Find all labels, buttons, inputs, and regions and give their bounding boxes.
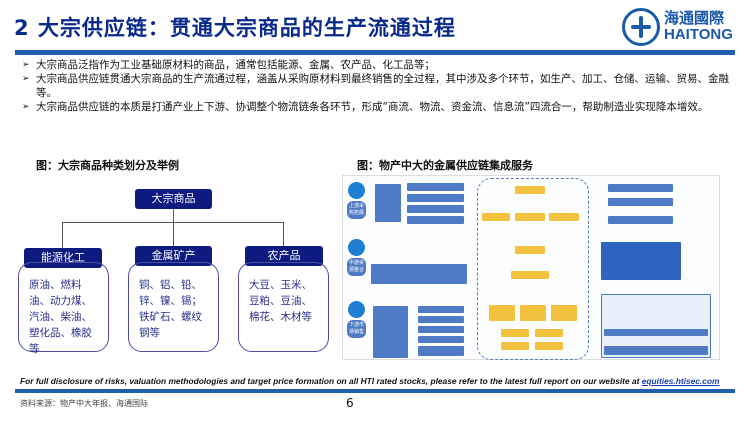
category-energy-items: 原油、燃料油、动力煤、汽油、柴油、塑化品、橡胶等 xyxy=(18,262,109,355)
right-figure-title: 图：物产中大的金属供应链集成服务 xyxy=(357,159,533,172)
stage-upstream: 上游采购拓展 xyxy=(347,201,366,219)
category-energy: 能源化工 xyxy=(24,248,102,268)
category-agri: 农产品 xyxy=(245,246,323,266)
category-metal: 金属矿产 xyxy=(135,246,212,266)
connector xyxy=(173,209,174,247)
left-figure-title: 图：大宗商品种类划分及举例 xyxy=(36,159,179,172)
globe-icon xyxy=(348,182,365,199)
supply-chain-diagram: 上游采购拓展 中游资源整合 下游市场销售 xyxy=(342,175,720,360)
logo-en: HAITONG xyxy=(664,26,733,43)
stage-midstream: 中游资源整合 xyxy=(347,258,366,276)
disclaimer: For full disclosure of risks, valuation … xyxy=(20,376,719,386)
stage-downstream: 下游市场销售 xyxy=(347,320,366,338)
bullet-item: 大宗商品供应链的本质是打通产业上下游、协调整个物流链条各环节，形成“商流、物流、… xyxy=(22,100,732,114)
connector xyxy=(62,222,284,223)
source-note: 资料来源：物产中大年报、海通国际 xyxy=(20,399,148,408)
page-title: 2 大宗供应链：贯通大宗商品的生产流通过程 xyxy=(14,16,456,40)
category-agri-items: 大豆、玉米、豆粕、豆油、棉花、木材等 xyxy=(238,262,329,352)
category-metal-items: 铜、铝、铅、锌、镍、锡；铁矿石、螺纹钢等 xyxy=(128,262,219,352)
bullet-list: 大宗商品泛指作为工业基础原材料的商品，通常包括能源、金属、农产品、化工品等； 大… xyxy=(22,58,732,114)
haitong-logo-icon xyxy=(622,8,660,46)
logo-cn: 海通國際 xyxy=(664,9,725,28)
connector xyxy=(283,222,284,248)
bullet-item: 大宗商品泛指作为工业基础原材料的商品，通常包括能源、金属、农产品、化工品等； xyxy=(22,58,732,72)
header-divider xyxy=(15,50,735,55)
page-number: 6 xyxy=(346,396,354,410)
website-link[interactable]: equities.htisec.com xyxy=(641,376,720,386)
footer-divider xyxy=(15,389,735,393)
connector xyxy=(62,222,63,249)
truck-icon xyxy=(348,301,365,318)
bullet-item: 大宗商品供应链贯通大宗商品的生产流通过程，涵盖从采购原材料到最终销售的全过程，其… xyxy=(22,72,732,100)
disclaimer-text: For full disclosure of risks, valuation … xyxy=(20,376,642,386)
handshake-icon xyxy=(348,239,365,256)
root-node: 大宗商品 xyxy=(135,189,212,209)
